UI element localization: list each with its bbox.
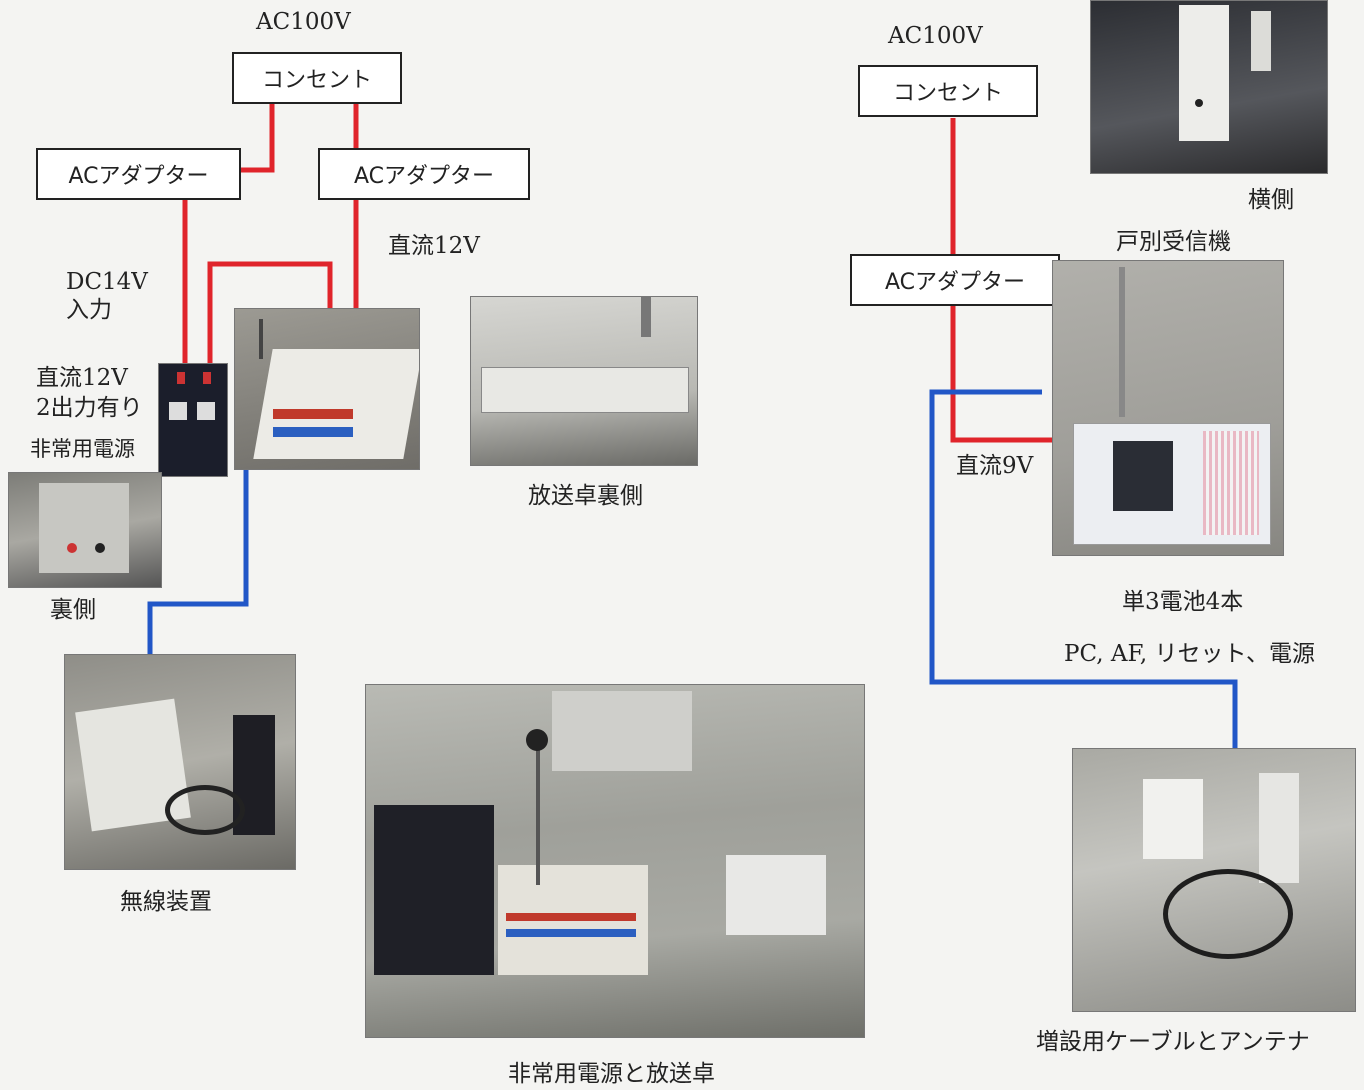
batteries-label: 単3電池4本 [1122,589,1244,615]
cable-antenna-caption: 増設用ケーブルとアンテナ [1036,1029,1310,1055]
receiver-caption: 戸別受信機 [1116,229,1231,255]
receiver-photo [1052,260,1284,556]
power-and-console-caption: 非常用電源と放送卓 [508,1061,715,1087]
outlet-box-right: コンセント [858,65,1038,117]
dc12v-two-output-label-2: 2出力有り [36,395,143,421]
power-wire-adapter-receiver [950,305,1062,443]
emergency-power-label: 非常用電源 [30,437,135,461]
radio-unit-caption: 無線装置 [120,889,212,915]
dc12v-two-output-label-1: 直流12V [36,365,128,391]
ac-adapter-box-2: ACアダプター [318,148,530,200]
back-side-caption: 裏側 [50,597,96,623]
dc9v-label: 直流9V [956,453,1034,479]
power-and-console-photo [365,684,865,1038]
ac100v-label-right: AC100V [888,23,983,49]
radio-unit-photo [64,654,296,870]
ac100v-label-left: AC100V [256,9,351,35]
dc14v-label: DC14V [66,269,148,295]
console-back-caption: 放送卓裏側 [528,483,643,509]
power-supply-photo [158,363,228,477]
receiver-buttons-label: PC, AF, リセット、電源 [1064,641,1316,667]
dc12v-label-top: 直流12V [388,233,480,259]
outlet-box-left: コンセント [232,52,402,104]
back-side-photo [8,472,162,588]
cable-antenna-photo [1072,748,1356,1012]
power-wire-outlet-adapter1 [240,103,275,173]
ac-adapter-box-right: ACアダプター [850,254,1060,306]
dc14v-input-label: 入力 [66,297,112,323]
console-back-photo [470,296,698,466]
side-view-caption: 横側 [1248,187,1294,213]
console-photo [234,308,420,470]
side-view-photo [1090,0,1328,174]
ac-adapter-box-1: ACアダプター [36,148,241,200]
